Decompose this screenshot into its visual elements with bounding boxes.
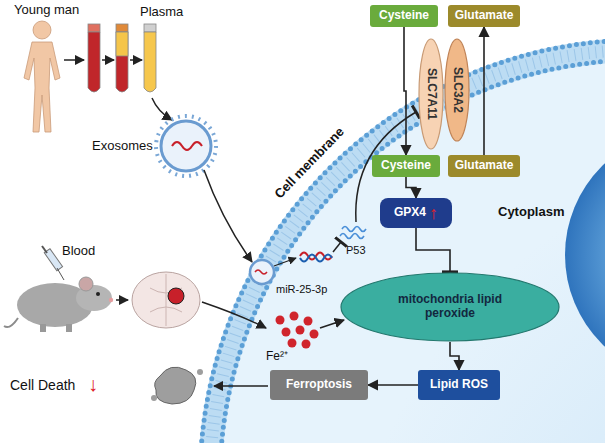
flow-arrow — [130, 59, 142, 61]
membrane-heads-inner — [220, 60, 605, 443]
arrow-connector — [368, 384, 418, 386]
node-text: SLC7A11 — [424, 68, 438, 120]
amino-acid-box: Glutamate — [448, 155, 520, 177]
node-text: Cysteine — [379, 9, 429, 23]
mirna-p53-duplex — [300, 253, 332, 262]
brain-slice — [132, 272, 200, 328]
process-box: Ferroptosis — [270, 370, 368, 400]
sample-label: Plasma — [140, 5, 183, 19]
gene-label: P53 — [346, 244, 366, 256]
mouse-figure — [4, 277, 113, 332]
node-text: Cysteine — [381, 159, 431, 173]
flow-arrow — [102, 59, 114, 61]
inhibition-line — [333, 242, 341, 252]
amino-acid-box: Glutamate — [448, 5, 520, 27]
node-text: Glutamate — [455, 159, 514, 173]
node-text: mitochondria lipid peroxide — [375, 293, 525, 321]
membrane-label: Cell membrane — [272, 125, 347, 202]
sample-label: Blood — [62, 244, 95, 258]
process-box: Lipid ROS — [418, 370, 500, 400]
inhibition-connector — [416, 228, 450, 272]
flow-arrow — [64, 59, 84, 61]
node-text: SLC3A2 — [450, 67, 464, 113]
arrow-connector — [483, 27, 485, 155]
p53-mrna — [340, 227, 366, 239]
nucleus — [565, 130, 605, 380]
syringe — [42, 246, 64, 280]
transporter: SLC7A11 — [418, 38, 444, 150]
membrane-tails — [210, 50, 605, 443]
ion-label: Fe²⁺ — [266, 350, 288, 363]
fused-vesicle — [250, 260, 274, 284]
node-text: Ferroptosis — [286, 378, 352, 392]
node-ellipse — [341, 273, 559, 341]
mirna-label: miR-25-3p — [276, 283, 327, 295]
flow-arrow — [152, 98, 172, 120]
blood-tubes — [88, 24, 156, 92]
flow-arrow — [320, 320, 344, 328]
flow-arrow — [204, 170, 252, 262]
node-text: GPX4 — [394, 206, 426, 220]
outcome-label: Cell Death — [10, 378, 75, 393]
change-arrow: ↓ — [88, 373, 98, 395]
flow-arrow — [116, 299, 128, 301]
region-label: Cytoplasm — [498, 205, 564, 219]
amino-acid-box: Cysteine — [372, 155, 440, 177]
flow-arrow — [214, 385, 268, 387]
young-man-figure — [24, 21, 60, 132]
arrow-connector — [450, 342, 459, 370]
node-text: Glutamate — [455, 9, 514, 23]
change-arrow: ↑ — [429, 203, 438, 224]
arrow-connector — [404, 27, 406, 155]
person-label: Young man — [14, 3, 79, 17]
node-text: Lipid ROS — [430, 378, 488, 392]
arrow-connector — [406, 177, 416, 198]
iron-ions — [276, 312, 319, 349]
mitochondria-ellipse: mitochondria lipid peroxide — [340, 272, 560, 342]
dead-cell — [151, 367, 203, 404]
flow-arrow — [274, 258, 296, 266]
flow-arrow — [202, 302, 266, 328]
vesicle-label: Exosomes — [92, 139, 153, 153]
node-ellipse — [419, 39, 443, 149]
transporter: SLC3A2 — [444, 38, 470, 142]
node-ellipse — [445, 39, 469, 141]
membrane-heads-outer — [200, 40, 605, 443]
amino-acid-box: Cysteine — [370, 5, 438, 27]
enzyme-box: GPX4↑ — [380, 198, 452, 228]
exosome — [156, 116, 216, 176]
